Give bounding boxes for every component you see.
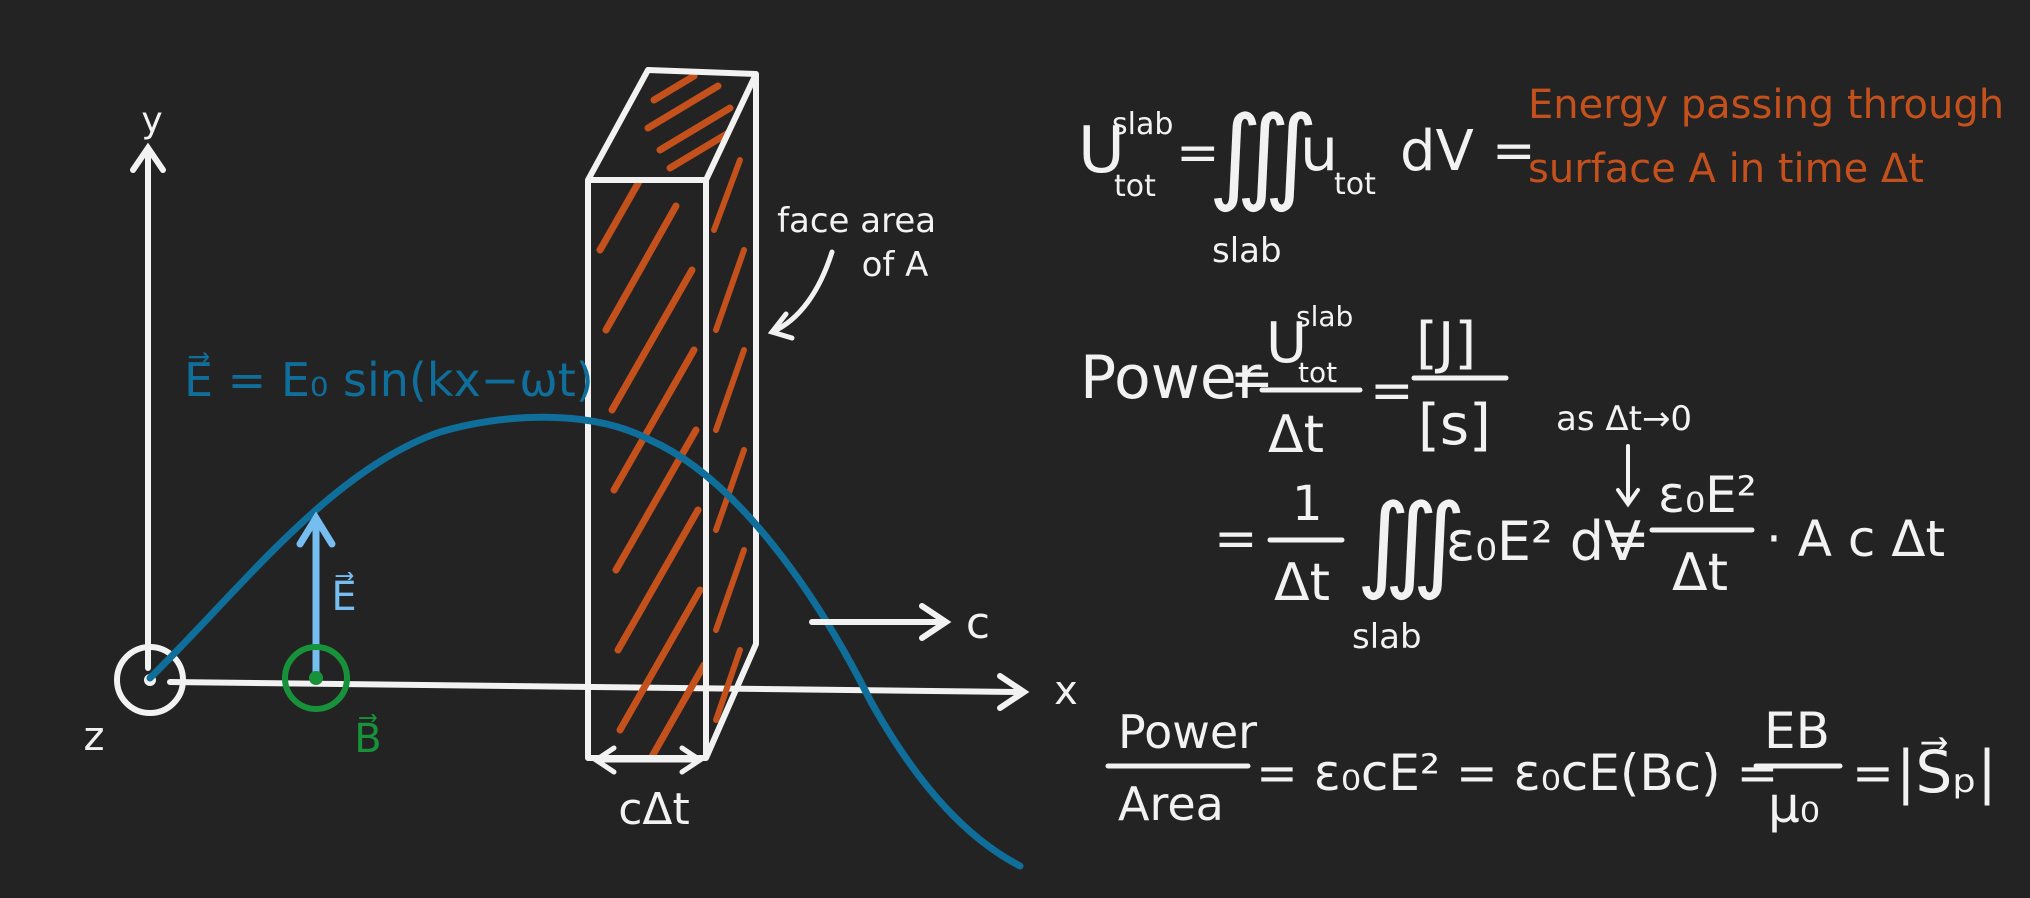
equals-sign: = [1176,123,1220,183]
equals-sign: = [1230,349,1274,409]
thickness-arrow [591,745,705,775]
face-area-label: face area of A [777,201,947,285]
equals-sign: = [1214,509,1258,569]
result-denominator: Δt [1672,543,1728,603]
u-tot-symbol: u [1300,115,1338,185]
y-axis-label: y [141,100,162,141]
thickness-label: cΔt [618,784,690,835]
u-slab-subscript: tot [1114,169,1156,204]
equals-sign: = [1606,509,1650,569]
equals-sign: = [1370,361,1414,421]
face-area-pointer-arrow [767,249,835,341]
dv-symbol: dV [1400,119,1474,184]
propagation-arrow [809,603,952,641]
limit-note: as Δt→0 [1556,399,1692,439]
power-denominator: Δt [1268,405,1324,465]
power-numerator-subscript: tot [1298,356,1337,389]
energy-density-integrand: ε₀E² dV [1446,510,1641,573]
electric-wave-curve [146,413,1024,870]
x-axis-label: x [1054,668,1078,714]
power-numerator-u: U [1266,311,1307,376]
field-diagram: y x z [84,67,1078,870]
triple-integral-symbol: ∭ [1208,93,1318,215]
units-denominator: [s] [1418,393,1491,458]
poynting-equation: Power Area = ε₀cE² = ε₀cE(Bc) = EB μ₀ = … [1105,702,1997,834]
slab-outline [585,67,759,761]
eb-over-mu-denominator: μ₀ [1768,776,1820,834]
u-slab-symbol: U [1078,114,1125,188]
intensity-expression: = ε₀cE² = ε₀cE(Bc) = [1256,744,1778,802]
power-equation: Power = U slab tot Δt = [J] [s] [1080,300,1509,465]
z-axis-label: z [84,714,105,760]
wave-equation-label: E⃗ = E₀ sin(kx−ωt) [184,353,594,407]
energy-slab-equation: U slab tot = ∭ slab u tot dV = Energy pa… [1078,82,2017,271]
b-field-into-page-icon [282,644,350,712]
result-numerator: ε₀E² [1658,466,1757,524]
one-over-denominator: Δt [1274,553,1330,613]
slab-hatch-top [644,72,744,172]
slab [585,67,759,761]
equals-sign: = [1852,744,1894,802]
integral-lower-limit: slab [1212,231,1282,271]
y-axis [130,142,166,671]
limit-pointer-arrow [1616,444,1640,508]
one-over-numerator: 1 [1292,476,1323,532]
slab-hatch-side [711,157,747,723]
power-per-area-numerator: Power [1118,705,1257,759]
units-numerator: [J] [1416,311,1476,376]
speed-label: c [966,598,990,649]
poynting-magnitude: |S⃗ₚ| [1896,736,1997,806]
slab-hatch-front [596,180,706,758]
eb-over-mu-numerator: EB [1764,702,1830,760]
integral-lower-limit: slab [1352,617,1422,657]
u-slab-superscript: slab [1112,107,1173,142]
equals-sign: = [1492,121,1536,181]
e-vector-label: E⃗ [331,572,356,620]
energy-note: Energy passing through surface A in time… [1528,82,2017,192]
b-vector-label: B⃗ [354,714,381,762]
volume-factor: · A c Δt [1766,510,1945,568]
power-per-area-denominator: Area [1118,777,1224,831]
power-label: Power [1080,343,1262,413]
u-tot-subscript: tot [1334,167,1376,202]
triple-integral-symbol: ∭ [1356,481,1466,603]
e-field-vector-arrow [296,511,336,680]
power-numerator-superscript: slab [1296,300,1353,333]
limit-equation: = 1 Δt ∭ slab ε₀E² dV as Δt→0 = ε₀E² Δt … [1214,399,1945,657]
equations: U slab tot = ∭ slab u tot dV = Energy pa… [1078,82,2017,834]
